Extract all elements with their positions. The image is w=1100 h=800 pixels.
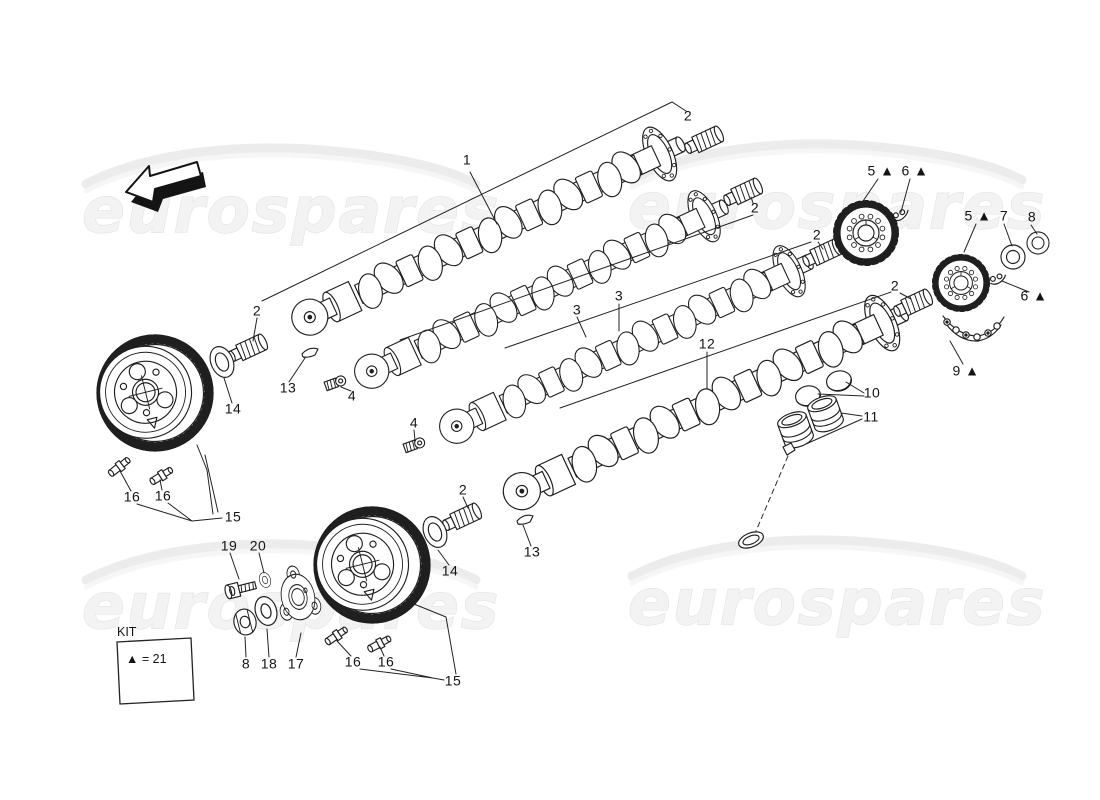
part-label-19: 19 bbox=[221, 538, 238, 554]
part-label-8: 8 bbox=[242, 656, 250, 672]
part-label-15: 15 bbox=[225, 509, 242, 525]
part-label-1: 1 bbox=[463, 152, 471, 168]
part-label-16: 16 bbox=[124, 489, 141, 505]
leader-lines bbox=[119, 101, 1038, 681]
sprocket-5-upper bbox=[833, 200, 899, 266]
part-label-4: 4 bbox=[410, 415, 418, 431]
bolt-16-left-a bbox=[105, 454, 133, 479]
part-label-2: 2 bbox=[891, 278, 899, 294]
part-label-3: 3 bbox=[573, 302, 581, 318]
sprocket-5-right bbox=[932, 254, 990, 312]
chain-segment-9 bbox=[942, 315, 1005, 342]
kit-box-legend: ▲ = 21 bbox=[126, 652, 167, 666]
part-label-2: 2 bbox=[253, 303, 261, 319]
kit-box: KIT ▲ = 21 bbox=[116, 625, 195, 705]
part-label-2: 2 bbox=[684, 108, 692, 124]
part-label-14: 14 bbox=[225, 401, 242, 417]
part-label-14: 14 bbox=[442, 563, 459, 579]
watermark-bottom-right: eurospares bbox=[627, 540, 1046, 640]
watermark-text: eurospares bbox=[628, 566, 1046, 639]
timing-pulley-15-left bbox=[85, 323, 226, 464]
bolt-16-left-b bbox=[147, 464, 176, 488]
woodruff-key-13-left bbox=[301, 347, 319, 358]
part-label-11: 11 bbox=[863, 409, 879, 425]
part-label-8: 8 bbox=[1028, 209, 1036, 225]
part-label-17: 17 bbox=[288, 656, 305, 672]
part-label-4: 4 bbox=[348, 388, 356, 404]
direction-arrow-icon bbox=[125, 161, 206, 212]
part-label-9: 9 ▲ bbox=[952, 363, 979, 379]
clip-6-right bbox=[988, 272, 1008, 286]
shim-10-a bbox=[824, 368, 854, 394]
screw-4-upper bbox=[323, 373, 348, 392]
part-label-13: 13 bbox=[280, 380, 297, 396]
part-label-3: 3 bbox=[615, 288, 623, 304]
part-label-16: 16 bbox=[345, 654, 362, 670]
part-label-15: 15 bbox=[445, 673, 462, 689]
part-label-2: 2 bbox=[459, 482, 467, 498]
part-label-18: 18 bbox=[261, 656, 278, 672]
plug-2-cam12-front bbox=[439, 501, 484, 535]
part-label-7: 7 bbox=[1000, 208, 1008, 224]
part-label-5: 5 ▲ bbox=[867, 163, 894, 179]
part-label-13: 13 bbox=[524, 544, 541, 560]
part-label-2: 2 bbox=[813, 227, 821, 243]
woodruff-key-13-bottom bbox=[516, 514, 534, 525]
camshaft-3-lower bbox=[429, 235, 825, 459]
part-label-20: 20 bbox=[250, 538, 267, 554]
valve bbox=[738, 442, 796, 549]
part-label-16: 16 bbox=[378, 654, 395, 670]
part-label-6: 6 ▲ bbox=[901, 163, 928, 179]
part-label-5: 5 ▲ bbox=[964, 208, 991, 224]
part-label-16: 16 bbox=[155, 488, 172, 504]
ring-7 bbox=[1000, 244, 1026, 270]
ring-8-top bbox=[1026, 231, 1050, 255]
part-label-12: 12 bbox=[699, 336, 716, 352]
part-label-10: 10 bbox=[864, 385, 881, 401]
part-label-6: 6 ▲ bbox=[1020, 288, 1047, 304]
part-label-2: 2 bbox=[751, 200, 759, 216]
kit-box-title: KIT bbox=[117, 625, 137, 639]
